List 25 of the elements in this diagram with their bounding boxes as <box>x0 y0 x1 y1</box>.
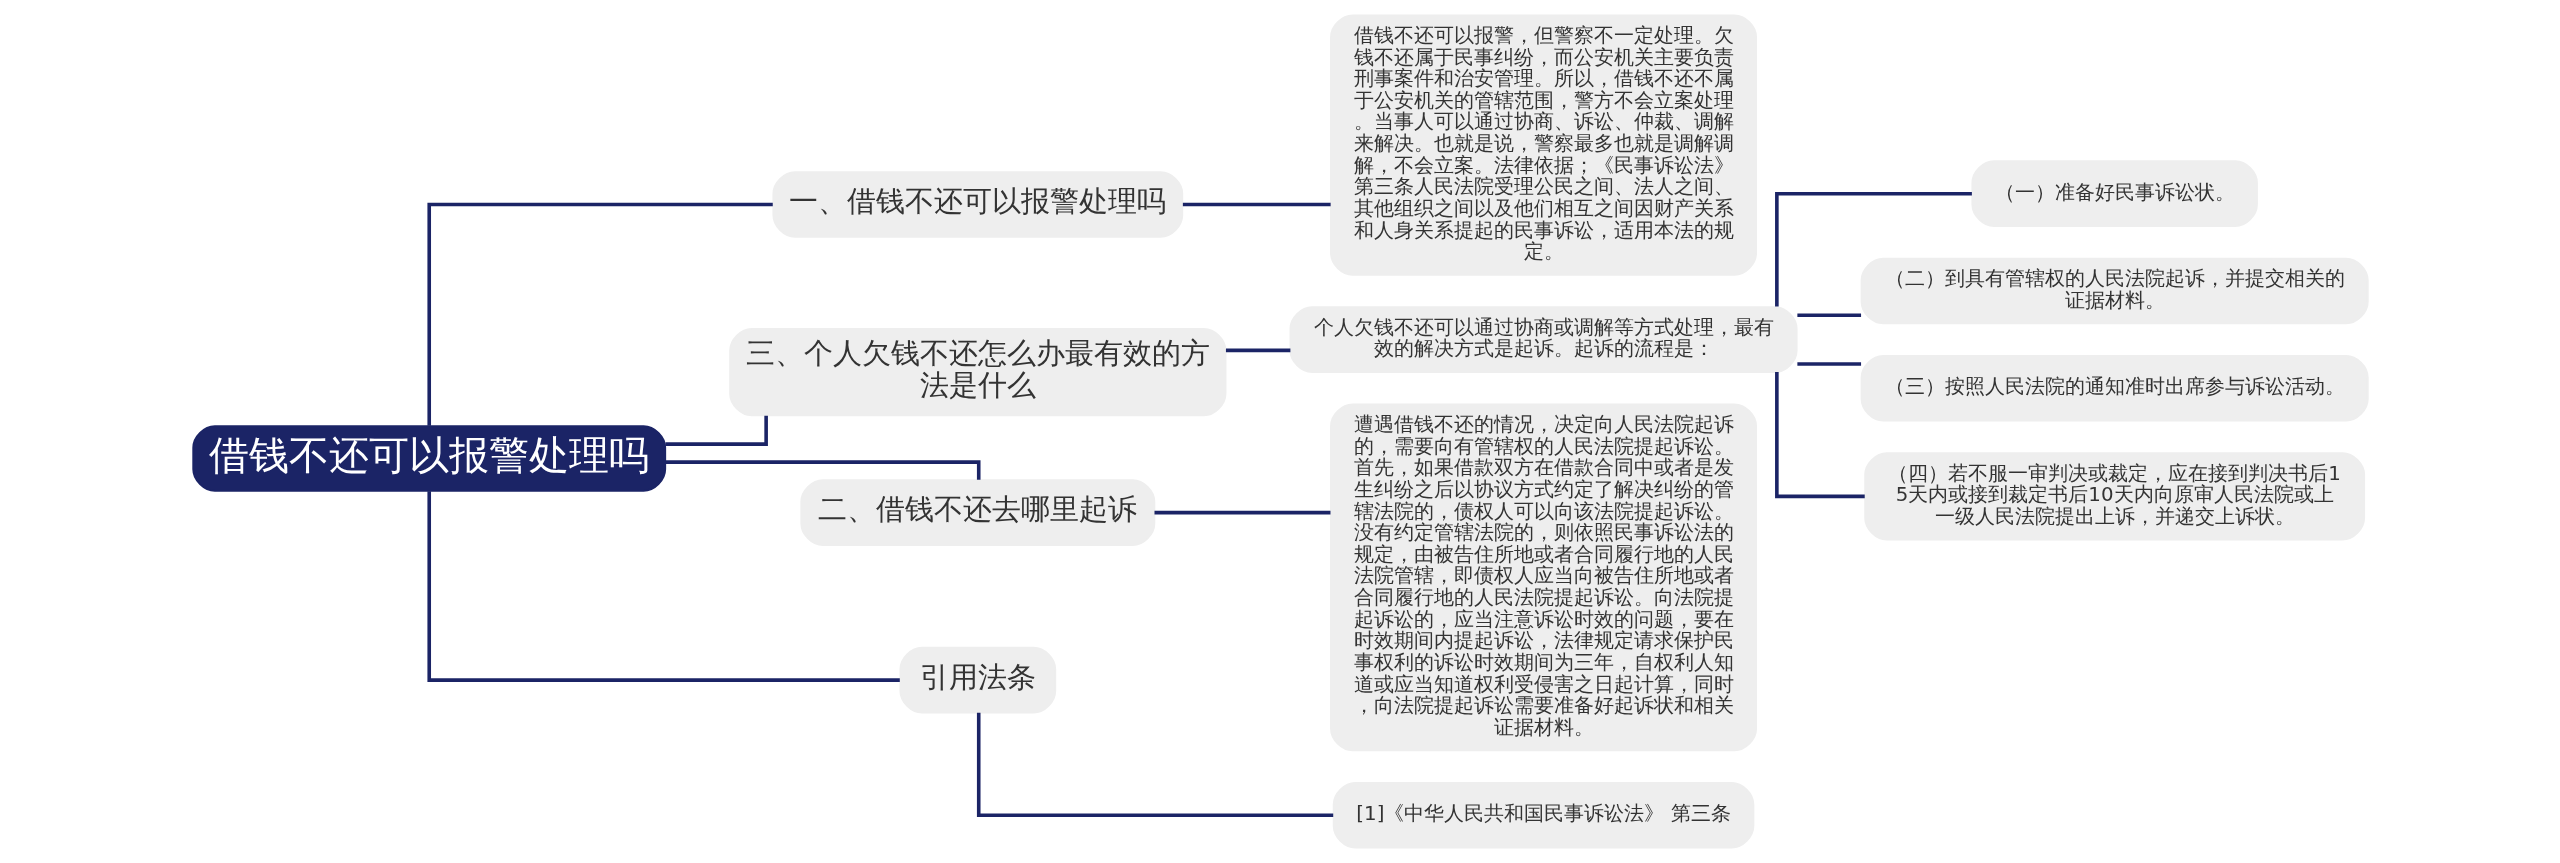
connector <box>426 491 900 682</box>
connector <box>1182 202 1331 207</box>
connector <box>426 202 773 426</box>
connector <box>1225 348 1290 353</box>
node-box: （四）若不服一审判决或裁定，应在接到判决书后15天内或接到裁定书后10天内向原审人民法院或上一级人民法院提出上诉，并递交上诉状。 <box>1863 452 2365 541</box>
node-box: [1]《中华人民共和国民事诉讼法》 第三条 <box>1332 781 1754 849</box>
node-box: 一、借钱不还可以报警处理吗 <box>771 171 1183 238</box>
node-box: 借钱不还可以报警处理吗 <box>191 425 666 492</box>
connector <box>664 460 980 480</box>
connector <box>1796 313 1861 318</box>
connector <box>1774 191 1972 307</box>
connector <box>665 415 768 446</box>
connector <box>1774 372 1865 499</box>
connector <box>1154 510 1330 515</box>
connector <box>1796 362 1861 366</box>
node-box: （三）按照人民法院的通知准时出席参与诉讼活动。 <box>1860 354 2369 422</box>
node-box: 借钱不还可以报警，但警察不一定处理。欠钱不还属于民事纠纷，而公安机关主要负责刑事案件和治安管理。所以，借钱不还不属于公安机关的管辖范围，警方不会立案处理。当事人可以通过协商、诉讼、仲裁、调解来解决。也就是说，警察最多也就是调解调解，不会立案。法律依据；《民事诉讼法》第三条人民法院受理公民之间、法人之间、其他组织之间以及他们相互之间因财产关系和人身关系提起的民事诉讼，适用本法的规定。 <box>1329 14 1757 276</box>
node-box: 引用法条 <box>898 646 1056 714</box>
node-box: （二）到具有管辖权的人民法院起诉，并提交相关的证据材料。 <box>1860 257 2369 325</box>
node-box: （一）准备好民事诉讼状。 <box>1970 160 2258 227</box>
node-box: 二、借钱不还去哪里起诉 <box>799 479 1155 546</box>
node-box: 遭遇借钱不还的情况，决定向人民法院起诉的，需要向有管辖权的人民法院提起诉讼。首先，如果借款双方在借款合同中或者是发生纠纷之后以协议方式约定了解决纠纷的管辖法院的，债权人可以向该法院提起诉讼。没有约定管辖法院的，则依照民事诉讼法的规定，由被告住所地或者合同履行地的人民法院管辖，即债权人应当向被告住所地或者合同履行地的人民法院提起诉讼。向法院提起诉讼的，应当注意诉讼时效的问题，要在时效期间内提起诉讼，法律规定请求保护民事权利的诉讼时效期间为三年，自权利人知道或应当知道权利受侵害之日起计算，同时，向法院提起诉讼需要准备好起诉状和相关证据材料。 <box>1329 403 1757 752</box>
connector <box>976 712 1333 818</box>
node-box: 三、个人欠钱不还怎么办最有效的方法是什么 <box>728 327 1226 417</box>
node-box: 个人欠钱不还可以通过协商或调解等方式处理，最有效的解决方式是起诉。起诉的流程是： <box>1289 306 1798 373</box>
